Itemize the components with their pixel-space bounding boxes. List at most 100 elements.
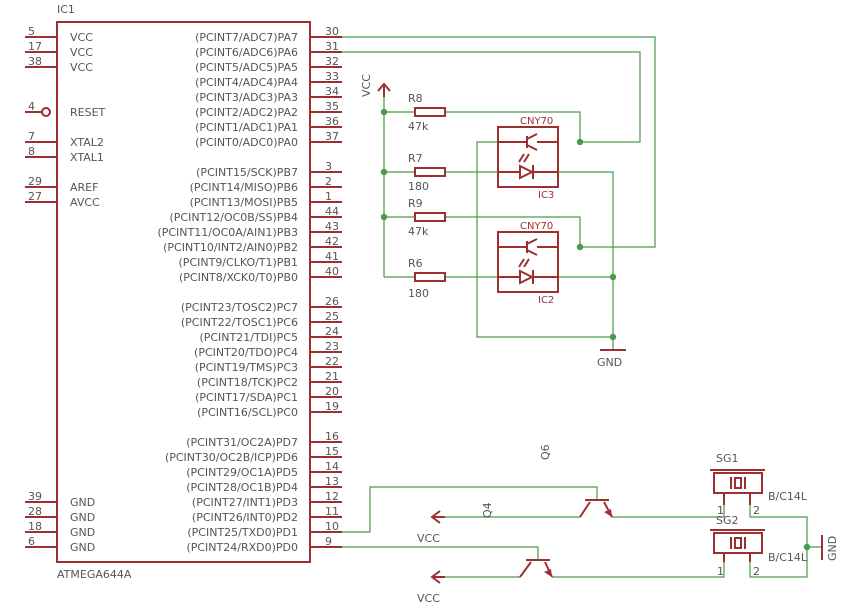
ic1-pin-number: 41 (325, 250, 339, 263)
ic1-pin-number: 32 (325, 55, 339, 68)
ic1-pin-number: 8 (28, 145, 35, 158)
ic2-body (497, 231, 559, 293)
junction (380, 108, 388, 116)
ic1-pin-name: (PCINT18/TCK)PC2 (197, 376, 298, 389)
sg1-pin2: 2 (753, 504, 760, 517)
ic1-pin-name: (PCINT31/OC2A)PD7 (186, 436, 298, 449)
junction (380, 168, 388, 176)
ic1-pin-name: (PCINT15/SCK)PB7 (196, 166, 298, 179)
transistor-q4: Q4 (481, 502, 553, 578)
wire-gnd-c (476, 141, 613, 338)
ic1-pin-name: GND (70, 496, 95, 509)
ic1-pin-name: VCC (70, 46, 93, 59)
ic1-pin-name: (PCINT21/TDI)PC5 (199, 331, 298, 344)
wire-q4-sg2 (552, 562, 725, 578)
junction (576, 138, 584, 146)
ic1-pin-name: (PCINT25/TXD0)PD1 (187, 526, 298, 539)
ic1-pin-number: 2 (325, 175, 332, 188)
r9-value: 47k (408, 225, 429, 238)
ic1-pin-number: 12 (325, 490, 339, 503)
ic1-pin-name: (PCINT20/TDO)PC4 (194, 346, 298, 359)
ic1-pin-number: 42 (325, 235, 339, 248)
ic1-pin-number: 1 (325, 190, 332, 203)
ic1-pin-name: XTAL1 (70, 151, 104, 164)
ic1-pin-name: GND (70, 511, 95, 524)
ic1-pin-number: 18 (28, 520, 42, 533)
reset-bubble (41, 107, 51, 117)
ic1-pin-name: XTAL2 (70, 136, 104, 149)
sg1-ref: SG1 (716, 452, 739, 465)
buzzer-icon (713, 472, 763, 494)
ic3-part: CNY70 (520, 116, 553, 127)
r6-ref: R6 (408, 257, 423, 270)
ic1-pin-name: (PCINT27/INT1)PD3 (192, 496, 298, 509)
ic1-pin-name: (PCINT10/INT2/AIN0)PB2 (163, 241, 298, 254)
ic1-pin-name: RESET (70, 106, 106, 119)
ic1-pin-number: 17 (28, 40, 42, 53)
ic1-pin-number: 11 (325, 505, 339, 518)
vcc-q4-label: VCC (417, 592, 440, 605)
ic1-pin-number: 38 (28, 55, 42, 68)
vcc-arrow-icon (377, 82, 391, 92)
ic1-pin-number: 9 (325, 535, 332, 548)
ic1-pin-number: 39 (28, 490, 42, 503)
ic1-pin-number: 33 (325, 70, 339, 83)
ic1-ref: IC1 (57, 3, 75, 16)
ic1-pin-number: 36 (325, 115, 339, 128)
ic1-pin-number: 5 (28, 25, 35, 38)
ic1-pin-name: (PCINT9/CLKO/T1)PB1 (179, 256, 298, 269)
ic1-pin-name: (PCINT3/ADC3)PA3 (195, 91, 298, 104)
ic1-pin-name: (PCINT6/ADC6)PA6 (195, 46, 298, 59)
ic1-pin-number: 4 (28, 100, 35, 113)
ic1-pin-number: 26 (325, 295, 339, 308)
wire-q6-sg1 (612, 505, 725, 518)
wire-r9-right (445, 216, 581, 247)
ic2-part: CNY70 (520, 221, 553, 232)
ic1-pin-name: (PCINT2/ADC2)PA2 (195, 106, 298, 119)
ic1-pin-name: (PCINT14/MISO)PB6 (190, 181, 298, 194)
junction (576, 243, 584, 251)
vcc-q6-label: VCC (417, 532, 440, 545)
ic1-pin-name: VCC (70, 61, 93, 74)
gnd-mid-symbol: GND (597, 349, 626, 369)
ic1-pin-number: 3 (325, 160, 332, 173)
q4-ref: Q4 (481, 502, 494, 518)
ic1-pin-number: 19 (325, 400, 339, 413)
wire-pd0 (342, 546, 539, 560)
opto-ic3: CNY70 IC3 (497, 116, 559, 201)
ic1-pin-number: 37 (325, 130, 339, 143)
wire-gnd-a (558, 171, 614, 337)
ic1-pin-number: 22 (325, 355, 339, 368)
ic1-pin-number: 13 (325, 475, 339, 488)
r7-value: 180 (408, 180, 429, 193)
ic1-pin-number: 6 (28, 535, 35, 548)
resistor-r8: R8 47k (408, 92, 446, 133)
ic3-ref: IC3 (538, 190, 554, 201)
ic1-part: ATMEGA644A (57, 568, 132, 581)
vcc-top-label: VCC (360, 74, 373, 97)
ic1-pin-name: (PCINT26/INT0)PD2 (192, 511, 298, 524)
sg2-pin2: 2 (753, 565, 760, 578)
led-icon (519, 269, 535, 285)
ic1-pin-number: 20 (325, 385, 339, 398)
ic1-pin-number: 29 (28, 175, 42, 188)
r9-ref: R9 (408, 197, 423, 210)
ic1-pin-number: 43 (325, 220, 339, 233)
ic1-pin-name: (PCINT1/ADC1)PA1 (195, 121, 298, 134)
led-icon (519, 164, 535, 180)
ic1-pin-number: 44 (325, 205, 339, 218)
ic1-pin-name: VCC (70, 31, 93, 44)
wire-sg1-gnd (749, 505, 822, 548)
ic1-pin-name: (PCINT7/ADC7)PA7 (195, 31, 298, 44)
r8-value: 47k (408, 120, 429, 133)
wire-r8-right (445, 111, 581, 142)
ic1-pin-number: 30 (325, 25, 339, 38)
buzzer-icon (713, 532, 763, 554)
ic1-pin-name: GND (70, 541, 95, 554)
ic1-pin-number: 24 (325, 325, 339, 338)
ic1-pin-name: (PCINT8/XCK0/T0)PB0 (179, 271, 298, 284)
light-arrow-icon (518, 153, 525, 163)
ic1-pin-number: 35 (325, 100, 339, 113)
